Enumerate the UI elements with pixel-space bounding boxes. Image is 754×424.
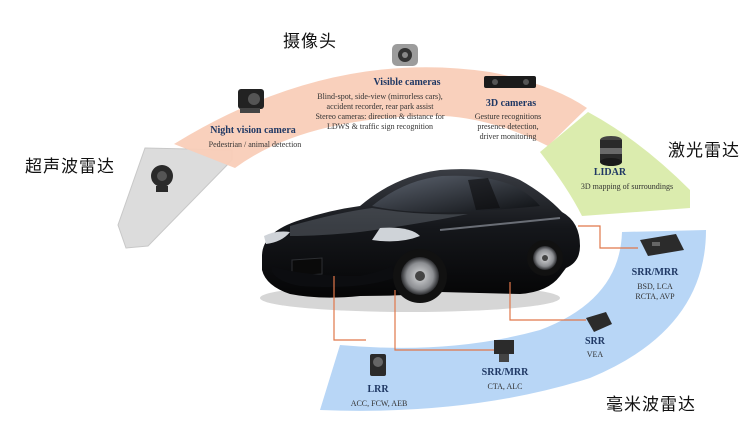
night-vision-title: Night vision camera xyxy=(210,125,296,136)
lrr-icon xyxy=(370,354,386,376)
3d-camera-icon xyxy=(484,76,536,88)
visible-camera-icon xyxy=(392,44,418,66)
connector-lines xyxy=(333,225,638,351)
ultrasonic-sensor-icon xyxy=(151,165,173,192)
srr-mrr-right-desc: BSD, LCA RCTA, AVP xyxy=(620,282,690,302)
3d-desc-line: presence detection, xyxy=(477,122,539,131)
3d-cameras-desc: Gesture recognitions presence detection,… xyxy=(463,112,553,142)
camera-label: 摄像头 xyxy=(283,32,337,52)
lrr-desc: ACC, FCW, AEB xyxy=(350,399,408,408)
srr-mrr-right-icon xyxy=(640,234,684,256)
night-vision-camera-icon xyxy=(238,89,264,113)
night-vision-desc: Pedestrian / animal detection xyxy=(208,140,302,149)
srr-icon xyxy=(586,312,612,332)
visible-desc-line: Stereo cameras: direction & distance for xyxy=(315,112,445,121)
visible-desc-line: LDWS & traffic sign recognition xyxy=(326,122,434,131)
connector-srr-mrr-bottom xyxy=(394,290,498,351)
srr-desc: VEA xyxy=(586,350,604,359)
srr-mrr-right-title: SRR/MRR xyxy=(631,267,679,278)
connector-srr-mrr-right xyxy=(578,225,638,249)
connector-lrr xyxy=(333,276,366,341)
3d-desc-line: driver monitoring xyxy=(479,132,537,141)
lidar-desc: 3D mapping of surroundings xyxy=(580,182,674,191)
lidar-icon xyxy=(600,136,622,166)
ultrasonic-radar-label: 超声波雷达 xyxy=(25,157,115,177)
visible-desc-line: Blind-spot, side-view (mirrorless cars), xyxy=(317,92,443,101)
srr-mrr-bottom-title: SRR/MRR xyxy=(481,367,529,378)
srr-mrr-bottom-desc: CTA, ALC xyxy=(487,382,523,391)
lidar-title: LIDAR xyxy=(593,167,627,178)
srr-mrr-bottom-icon xyxy=(494,340,514,362)
srr-mrr-right-line: BSD, LCA xyxy=(637,282,673,291)
3d-desc-line: Gesture recognitions xyxy=(474,112,542,121)
connector-srr xyxy=(509,282,586,321)
camera-band xyxy=(174,67,587,168)
radar-band xyxy=(320,230,706,411)
ultrasonic-band xyxy=(117,147,233,249)
lrr-title: LRR xyxy=(367,384,389,395)
car-illustration xyxy=(260,169,580,312)
srr-mrr-right-line: RCTA, AVP xyxy=(635,292,675,301)
visible-desc-line: accident recorder, rear park assist xyxy=(326,102,434,111)
srr-title: SRR xyxy=(584,336,605,347)
mmwave-radar-label: 毫米波雷达 xyxy=(606,395,696,415)
3d-cameras-title: 3D cameras xyxy=(485,98,537,109)
visible-cameras-title: Visible cameras xyxy=(373,77,441,88)
visible-cameras-desc: Blind-spot, side-view (mirrorless cars),… xyxy=(300,92,460,132)
lidar-group-label: 激光雷达 xyxy=(668,141,740,161)
